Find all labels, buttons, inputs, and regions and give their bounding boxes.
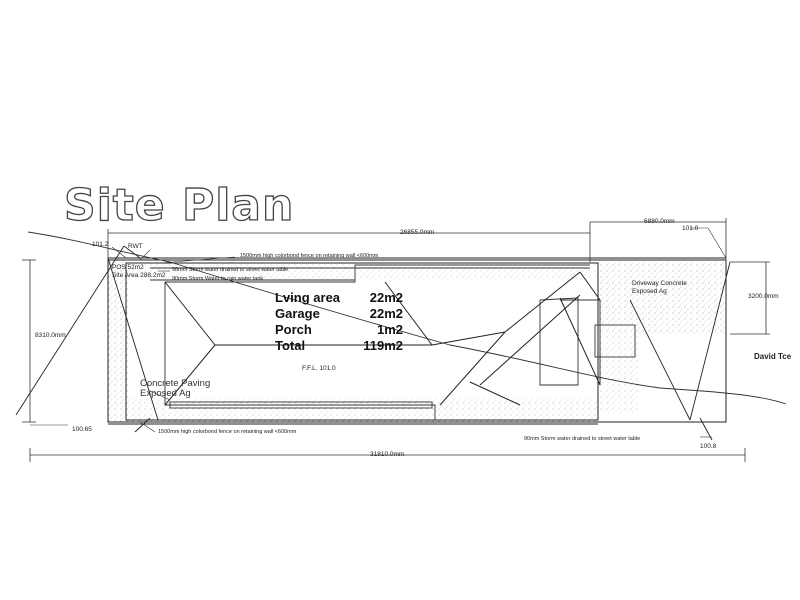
area-value: 22m2 [369,306,403,321]
level-label: 101.0 [682,225,699,232]
fence-bottom-label: 1500mm high colorbond fence on retaining… [158,429,297,435]
dimension-label: 26855.0mm [400,229,435,236]
paving-label: Concrete Paving [140,378,211,389]
roof-lines [164,271,601,406]
storm-street-label: 90mm Storm water drained to street water… [172,267,289,273]
area-label: Lving area [275,290,341,305]
dimension-lines [22,218,770,462]
area-label: Total [275,338,306,353]
page-title: Site Plan [63,179,295,231]
level-label: 101.2 [92,241,109,248]
paving-texture [108,260,726,422]
level-label: 100.8 [700,443,717,450]
fence-top-label: 1500mm high colorbond fence on retaining… [240,253,379,259]
storm-tank-label: 90mm Storm Water to rain water tank [172,276,264,282]
area-value: 1m2 [376,322,403,337]
ffl-label: F.F.L. 101.0 [302,365,336,372]
dimension-label: 31810.0mm [370,451,405,458]
area-row-porch: Porch 1m2 [275,322,403,338]
area-row-garage: Garage 22m2 [275,306,403,322]
area-label: Porch [275,322,312,337]
area-schedule: Lving area 22m2 Garage 22m2 Porch 1m2 To… [275,290,403,354]
paving-sub-label: Exposed Ag [140,388,191,399]
dimension-label: 6880.0mm [644,218,675,225]
area-row-total: Total 119m2 [275,338,403,354]
dimension-label: 8310.0mm [35,332,66,339]
street-name: David Tce [754,352,792,361]
area-label: Garage [275,306,320,321]
dimension-label: 3200.0mm [748,293,779,300]
area-value: 119m2 [363,338,403,353]
storm-bottom-label: 90mm Storm water drained to street water… [524,436,641,442]
contour-line [27,231,787,405]
area-value: 22m2 [369,290,403,305]
pos-label: POS 52m2 [112,264,144,271]
site-area-label: Site Area 288.2m2 [112,272,166,279]
driveway-sub-label: Exposed Ag [632,288,667,295]
rwt-label: RWT [128,243,143,250]
area-row-living: Lving area 22m2 [275,290,403,306]
level-label: 100.65 [72,426,92,433]
house-outline [150,264,636,420]
site-boundary [107,257,727,425]
leader-lines [30,227,727,438]
setback-lines [15,245,731,441]
driveway-label: Driveway Concrete [632,280,687,287]
